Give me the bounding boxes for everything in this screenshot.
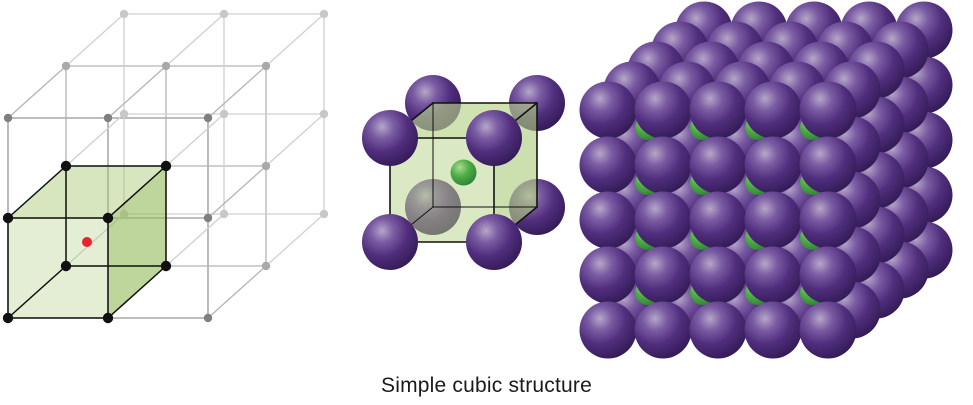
atom-sphere (579, 191, 637, 249)
lattice-point (61, 61, 71, 71)
atom-sphere (744, 81, 802, 139)
lattice-point (3, 113, 13, 123)
unit-cell-corner-point (60, 160, 72, 172)
atom-sphere (579, 81, 637, 139)
lattice-point (203, 213, 213, 223)
corner-atom (362, 110, 418, 166)
lattice-point (261, 261, 271, 271)
lattice-point (261, 61, 271, 71)
atom-layer (579, 81, 857, 359)
unit-cell-corner-points (2, 160, 172, 324)
unit-cell-corner-point (60, 260, 72, 272)
corner-atom (362, 214, 418, 270)
atom-sphere (634, 246, 692, 304)
unit-cell-corner-point (102, 212, 114, 224)
atom-sphere (579, 301, 637, 359)
unit-cell-corner-point (102, 312, 114, 324)
atom-sphere (799, 191, 857, 249)
atom-sphere (689, 301, 747, 359)
lattice-point (219, 109, 229, 119)
atom-sphere (579, 246, 637, 304)
unit-cell-panel (362, 75, 565, 270)
atom-sphere (689, 136, 747, 194)
lattice-panel (2, 9, 329, 324)
unit-cell-corner-point (2, 312, 14, 324)
unit-cell-corner-point (160, 260, 172, 272)
lattice-point (319, 9, 329, 19)
atom-sphere (634, 301, 692, 359)
lattice-point (119, 109, 129, 119)
atom-sphere (799, 246, 857, 304)
atom-sphere (634, 191, 692, 249)
lattice-point (261, 161, 271, 171)
lattice-point (319, 109, 329, 119)
corner-atom (466, 214, 522, 270)
corner-atoms-front (362, 110, 522, 270)
lattice-point (319, 209, 329, 219)
atom-sphere (689, 246, 747, 304)
atom-sphere (799, 301, 857, 359)
unit-cell-corner-point (160, 160, 172, 172)
atom-sphere (744, 246, 802, 304)
atom-sphere (634, 136, 692, 194)
atom-sphere (744, 301, 802, 359)
cell-center-point (82, 237, 92, 247)
lattice-point (161, 61, 171, 71)
atom-sphere (634, 81, 692, 139)
atom-sphere (579, 136, 637, 194)
lattice-point (219, 9, 229, 19)
lattice-points (3, 9, 329, 323)
atom-sphere (799, 81, 857, 139)
lattice-point (203, 313, 213, 323)
corner-atom (466, 110, 522, 166)
atom-sphere (744, 136, 802, 194)
lattice-point (103, 113, 113, 123)
center-atom (450, 159, 477, 186)
atom-sphere (689, 191, 747, 249)
lattice-point (203, 113, 213, 123)
figure-caption: Simple cubic structure (381, 374, 592, 397)
atom-sphere (799, 136, 857, 194)
lattice-point (219, 209, 229, 219)
lattice-point (119, 9, 129, 19)
atom-sphere (689, 81, 747, 139)
atom-sphere (744, 191, 802, 249)
packed-spheres-panel (579, 1, 953, 359)
unit-cell-corner-point (2, 212, 14, 224)
